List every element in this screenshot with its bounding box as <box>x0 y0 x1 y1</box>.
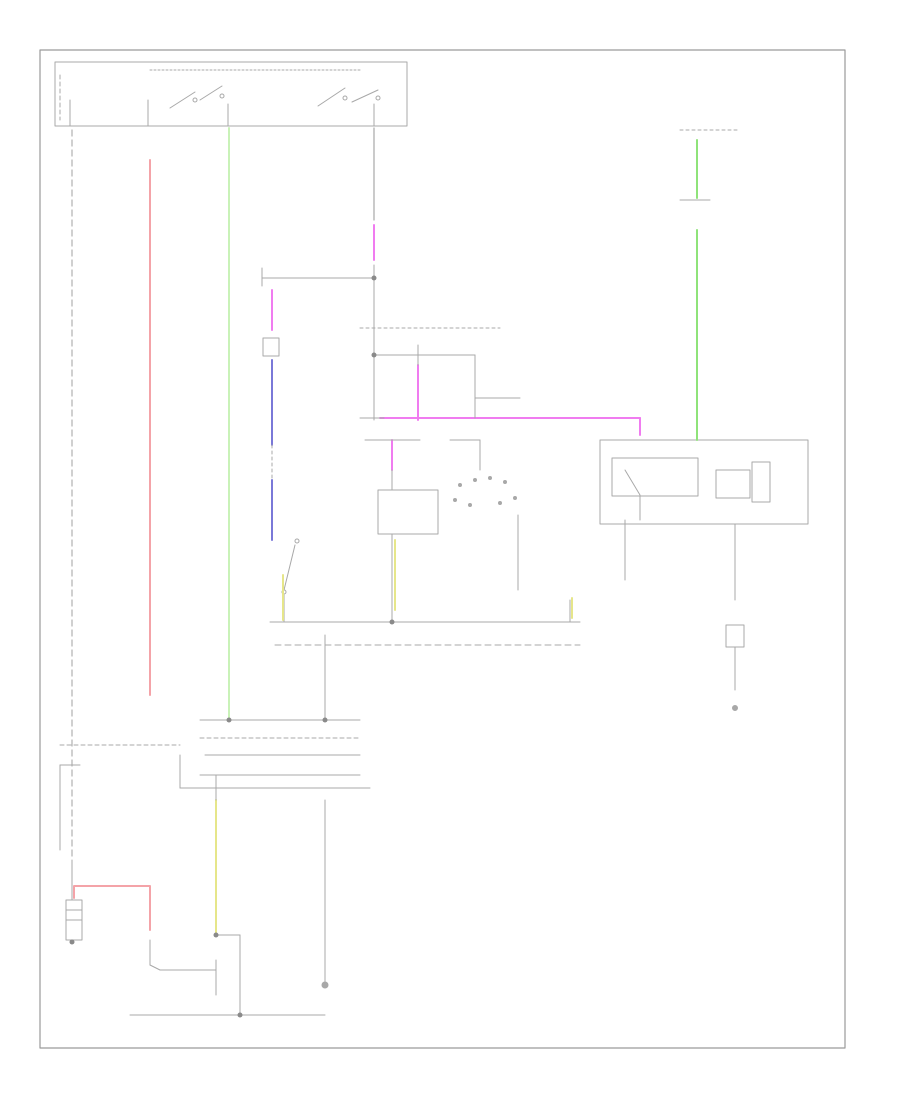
body-ground <box>725 624 745 711</box>
starter <box>129 934 326 1016</box>
clutch-switch-connector <box>262 337 280 357</box>
ground-bus <box>269 599 581 721</box>
battery <box>65 859 83 941</box>
wire-red-battery <box>73 885 151 931</box>
node-dots <box>69 275 395 1018</box>
diagram-border <box>39 49 846 1049</box>
starter-relay <box>377 469 439 623</box>
junction-block <box>261 264 521 471</box>
wire-magenta <box>271 224 641 471</box>
ground-point <box>321 799 329 989</box>
engine-control-module <box>599 439 809 601</box>
ignition-switch <box>54 61 408 127</box>
neutral-start-switch <box>453 476 517 507</box>
clutch-start-switch <box>281 538 300 623</box>
